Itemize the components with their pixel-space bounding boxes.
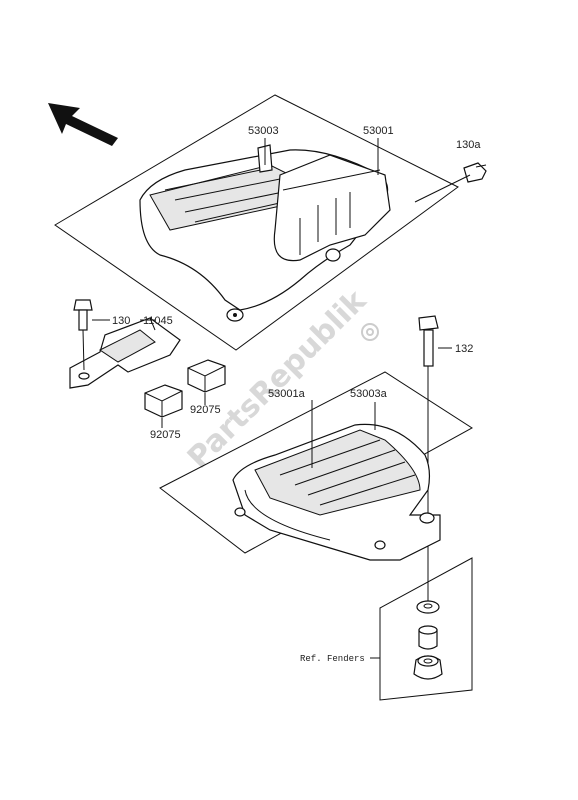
- gear-icon: [361, 323, 379, 341]
- rubber-92075-b: [144, 384, 183, 418]
- callout-130: 130: [112, 315, 130, 327]
- bracket-11045: [69, 317, 181, 389]
- callout-92075-a: 92075: [190, 404, 221, 416]
- collar: [418, 625, 438, 650]
- callout-130a: 130a: [456, 139, 481, 151]
- callout-11045: 11045: [143, 315, 173, 327]
- upper-assembly-frame: [54, 94, 459, 351]
- lower-assembly-frame: [159, 371, 473, 554]
- direction-arrow-icon: [48, 103, 118, 146]
- callout-53003: 53003: [248, 125, 279, 137]
- callout-53001: 53001: [363, 125, 394, 137]
- callout-92075-b: 92075: [150, 429, 181, 441]
- grommet: [413, 655, 443, 680]
- fenders-reference-frame: [379, 557, 473, 701]
- callout-53001a: 53001a: [268, 388, 306, 400]
- ref-fenders-label: Ref. Fenders: [300, 654, 365, 664]
- rubber-92075-a: [187, 359, 226, 393]
- washer: [416, 600, 440, 614]
- bolt-130: [73, 299, 110, 371]
- callout-132: 132: [455, 343, 473, 355]
- upper-seat-53001: [139, 144, 391, 322]
- bolt-130a: [414, 162, 487, 203]
- callout-53003a: 53003a: [350, 388, 388, 400]
- lower-seat-53001a: [232, 423, 441, 561]
